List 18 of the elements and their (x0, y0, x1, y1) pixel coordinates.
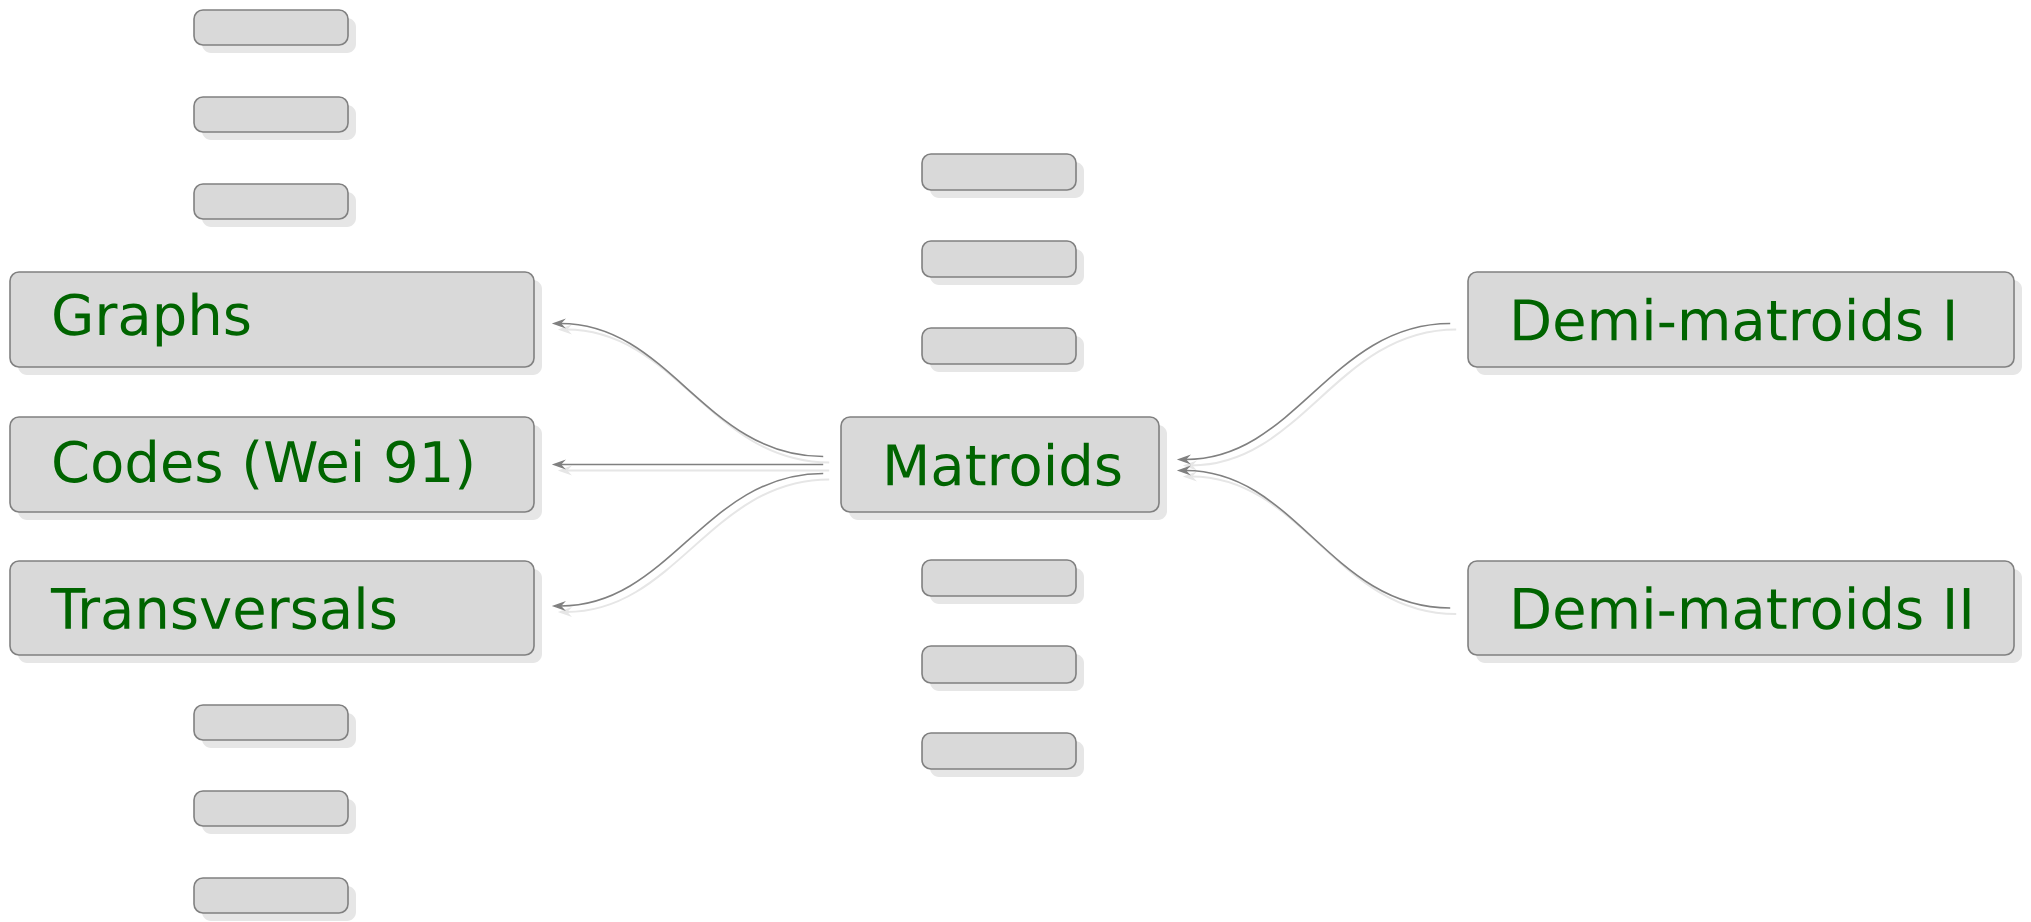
empty-box (921, 153, 1084, 198)
empty-box (921, 559, 1084, 604)
topic-box: Demi-matroids I (1467, 271, 2022, 375)
empty-box (193, 9, 356, 53)
topic-box: Graphs (9, 271, 542, 375)
topic-box: Matroids (840, 416, 1167, 520)
empty-box (193, 96, 356, 140)
empty-box (193, 183, 356, 227)
empty-box (921, 240, 1084, 285)
empty-box (193, 877, 356, 921)
empty-box (921, 732, 1084, 777)
empty-box (193, 704, 356, 748)
topic-box: Transversals (9, 560, 542, 663)
empty-box (921, 327, 1084, 372)
empty-box (921, 645, 1084, 691)
topic-box: Demi-matroids II (1467, 560, 2022, 663)
empty-box (193, 790, 356, 834)
topic-box: Codes (Wei 91) (9, 416, 542, 520)
